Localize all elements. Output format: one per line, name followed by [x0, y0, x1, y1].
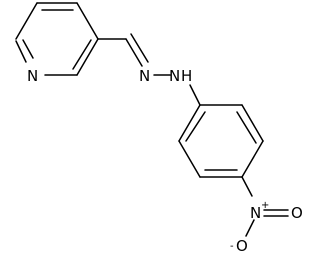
- atom-label-nitro-o2: O: [236, 237, 248, 255]
- nitro-group: [241, 176, 289, 237]
- bond: [189, 84, 201, 106]
- charge-label-nitro-n: +: [261, 200, 269, 211]
- hydrazone-chain: [97, 33, 201, 106]
- benzene-ring: [178, 104, 264, 178]
- atom-label-nitro-n: N: [250, 204, 261, 222]
- bond: [76, 38, 99, 76]
- atom-label-hydrazone-n1: N: [139, 67, 150, 85]
- charge-label-nitro-o2: -: [230, 241, 234, 252]
- bond: [178, 104, 201, 142]
- atom-label-hydrazone-n2: N: [169, 67, 180, 85]
- molecule-structure: N N N H N + O O -: [15, 2, 303, 255]
- bond: [15, 40, 27, 63]
- double-bond-inner: [236, 111, 257, 144]
- pyridine-ring: [15, 2, 99, 76]
- atom-label-pyridine-n: N: [27, 67, 38, 85]
- double-bond-inner: [72, 39, 92, 70]
- atom-label-hydrazone-h: H: [181, 67, 192, 85]
- atom-label-nitro-o1: O: [291, 204, 303, 222]
- bond: [241, 140, 264, 178]
- bond: [178, 140, 201, 178]
- bond: [125, 38, 143, 67]
- bond: [76, 2, 99, 40]
- bond: [241, 176, 253, 197]
- double-bond-inner: [22, 39, 34, 59]
- bond: [15, 2, 38, 40]
- bond: [241, 104, 264, 142]
- double-bond-inner: [130, 33, 149, 63]
- bond: [245, 219, 255, 237]
- double-bond-inner: [185, 111, 206, 142]
